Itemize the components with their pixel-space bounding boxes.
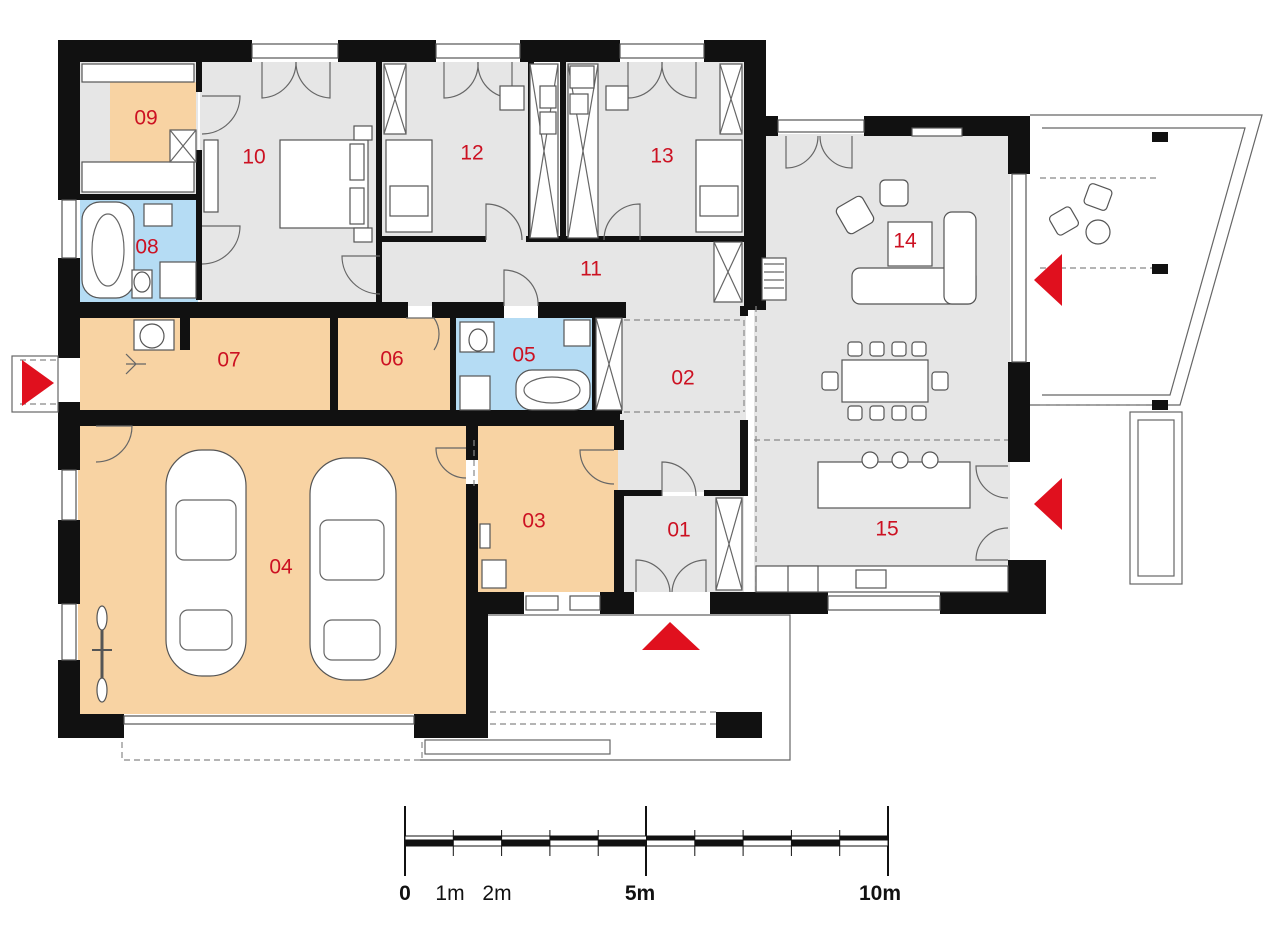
bicycle-icon [92,605,112,703]
scale-segments [405,836,888,846]
scale-segment [791,840,840,846]
entry-arrow-icon [1034,254,1062,306]
room-label-15: 15 [875,518,898,541]
entry-arrow-icon [22,360,54,406]
room-label-06: 06 [380,348,403,371]
room-label-02: 02 [671,367,694,390]
scale-label-2m: 2m [482,882,511,905]
entry-arrow-icon [1034,478,1062,530]
doors [95,61,1009,593]
scale-label-10m: 10m [859,882,901,905]
room-label-03: 03 [522,510,545,533]
scale-segment [405,840,454,846]
desk-icon [499,85,557,135]
room-label-11: 11 [580,258,602,281]
entry-arrows [11,254,1062,650]
sofa-icon [835,179,977,305]
toilet-icon [131,269,153,299]
room-labels: 01 02 03 04 05 06 07 08 09 10 11 12 13 1… [134,107,917,579]
scale-segment [598,840,647,846]
room-label-12: 12 [460,142,483,165]
room-label-08: 08 [135,236,158,259]
room-label-13: 13 [650,145,673,168]
scale-segment [743,836,792,840]
entry-arrow-icon [642,622,700,650]
scale-ticks [404,830,841,856]
fixtures [81,63,1168,703]
scale-segment [453,836,502,840]
room-label-14: 14 [893,230,917,253]
scale-segment [549,836,599,840]
scale-bar: 0 1m 2m 5m 10m [399,806,901,905]
scale-label-5m: 5m [625,882,655,905]
zone-lines [20,306,1008,592]
room-04-floor [78,422,466,714]
room-07-floor [80,318,330,412]
room-label-09: 09 [134,107,157,130]
walls [58,40,1046,738]
room-11-floor [340,240,744,306]
scale-label-1m: 1m [435,882,464,905]
sink-icon [133,319,175,351]
bed-icon [203,125,373,243]
car-icon-2 [309,457,397,681]
room-label-05: 05 [512,344,535,367]
dining-table-icon [821,341,949,421]
room-06-floor [338,318,450,412]
bathtub-icon [81,201,135,299]
car-icon [165,449,247,677]
room-label-04: 04 [269,556,293,579]
scale-segment [646,836,695,840]
windows [61,43,1027,725]
room-label-07: 07 [217,349,240,372]
scale-segment [501,840,550,846]
scale-label-0: 0 [399,882,411,905]
room-label-10: 10 [242,146,265,169]
scale-segment [839,836,888,840]
bathtub-icon-05 [515,369,591,411]
scale-segment [694,840,744,846]
room-label-01: 01 [667,519,690,542]
